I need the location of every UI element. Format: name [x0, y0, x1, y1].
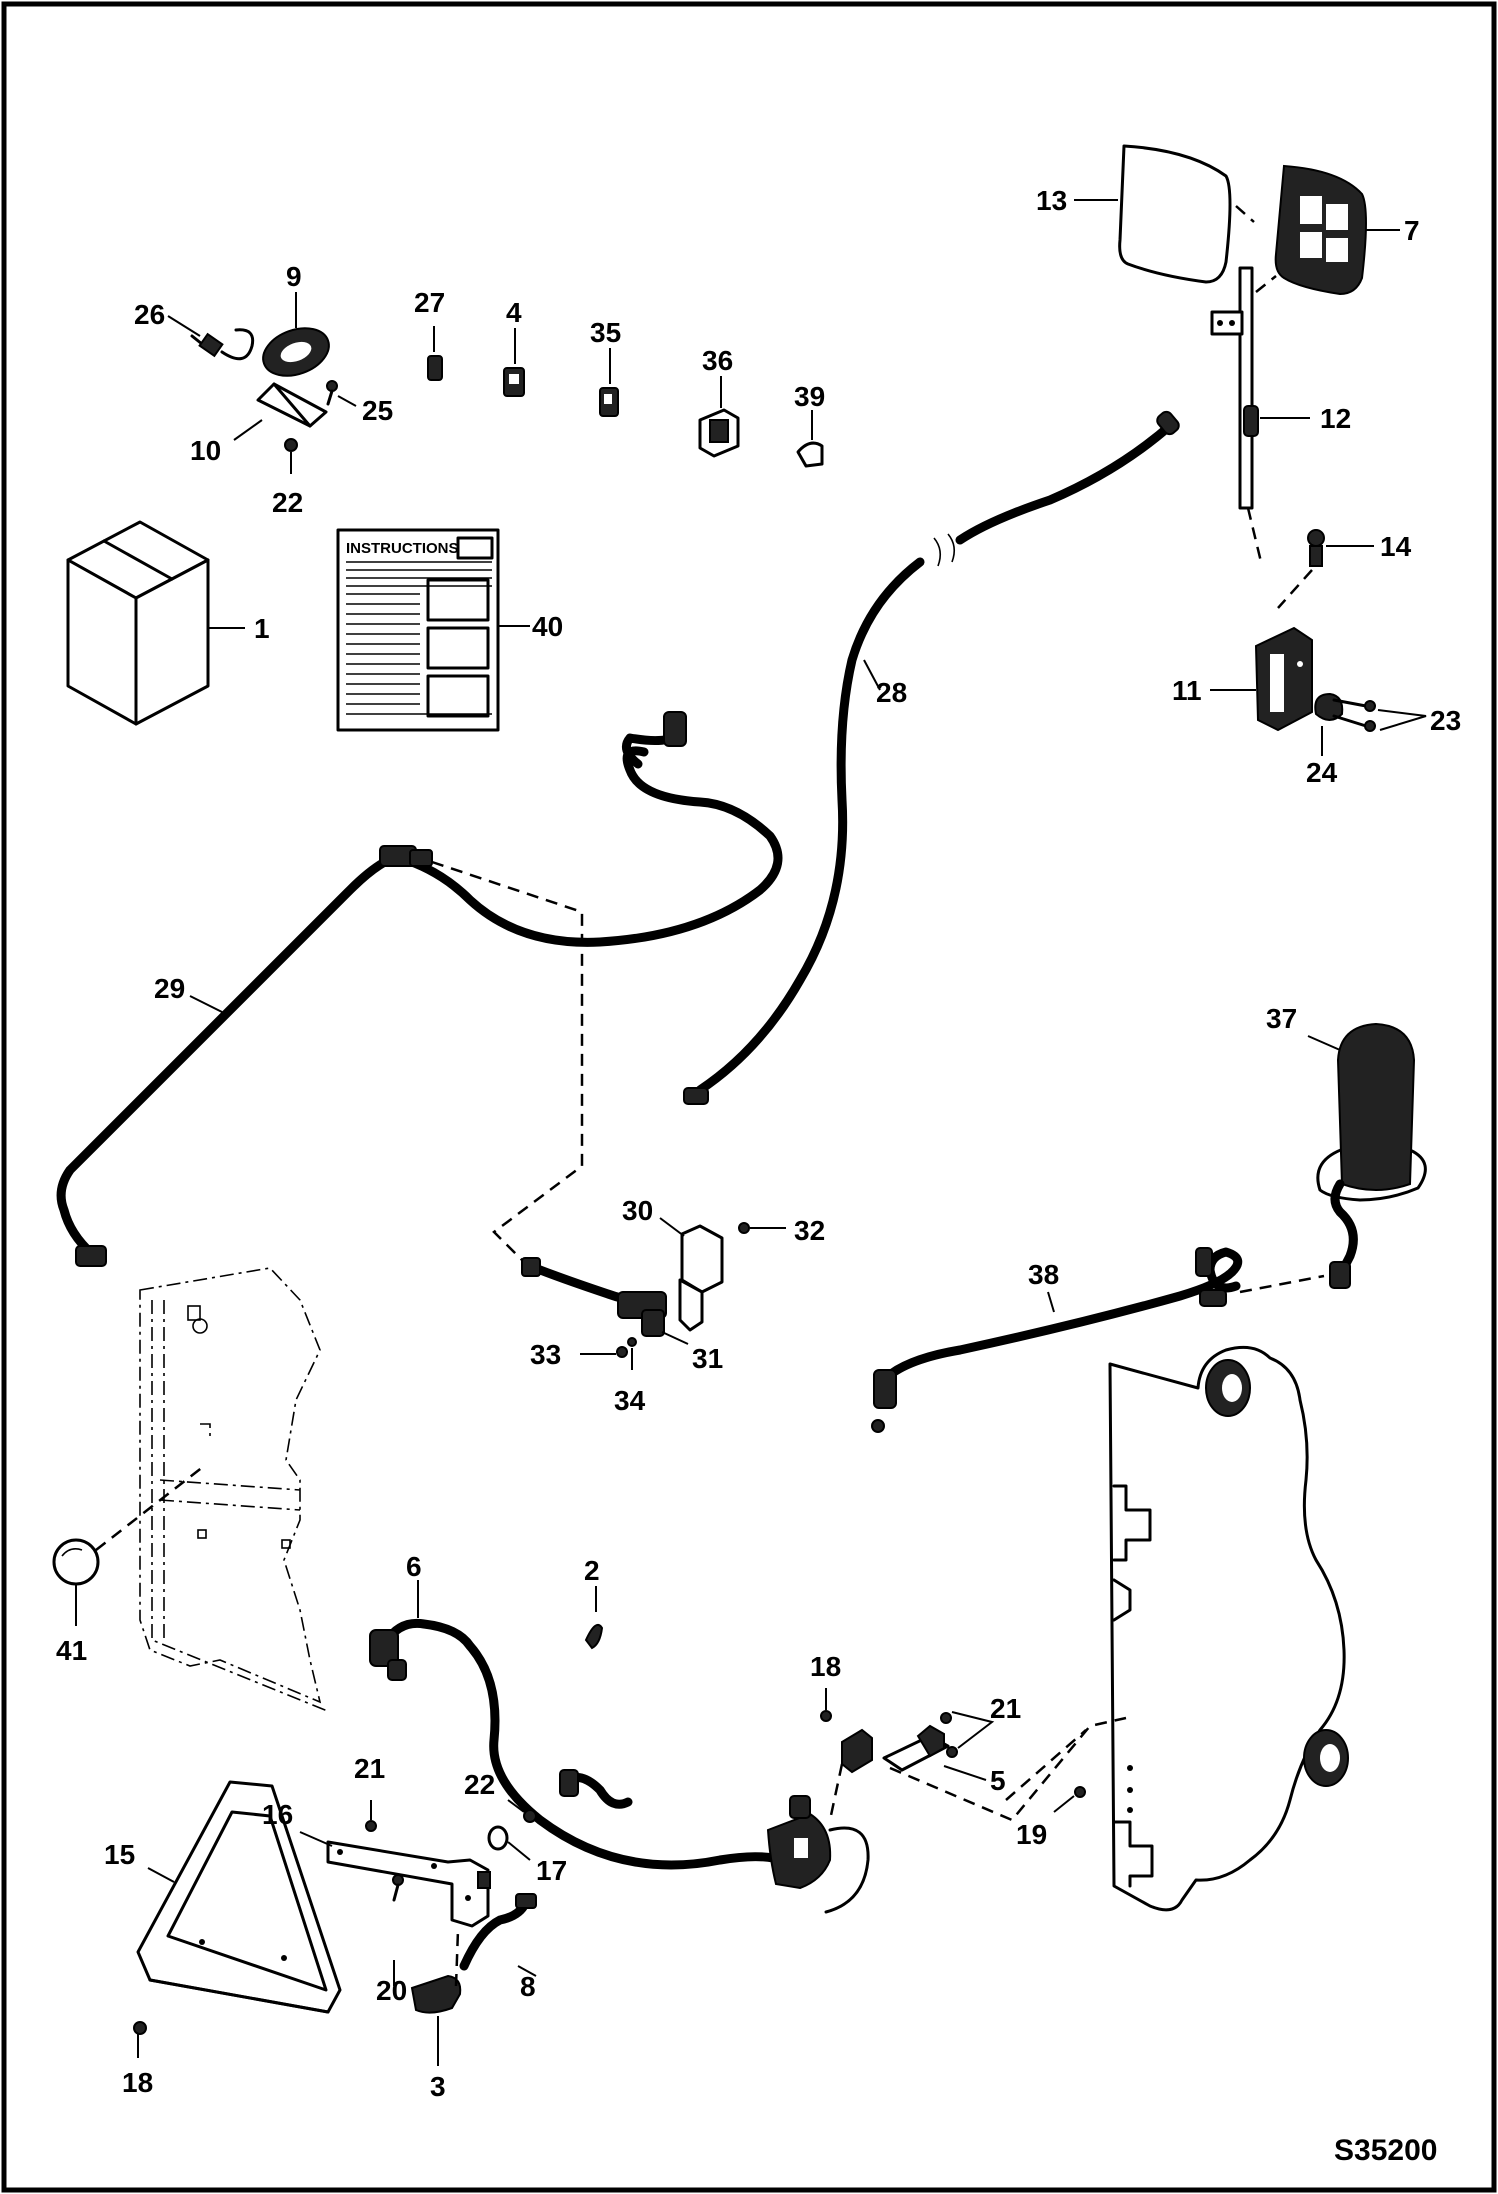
callout-32: 32	[794, 1215, 825, 1246]
callout-33: 33	[530, 1339, 561, 1370]
callout-35: 35	[590, 317, 621, 348]
callout-16: 16	[262, 1799, 293, 1830]
callout-22-lower: 22	[464, 1769, 495, 1800]
callout-40: 40	[532, 611, 563, 642]
callout-39: 39	[794, 381, 825, 412]
figure-code: S35200	[1334, 2134, 1437, 2167]
callout-6: 6	[406, 1551, 422, 1582]
callout-26: 26	[134, 299, 165, 330]
callout-7: 7	[1404, 215, 1420, 246]
callout-17: 17	[536, 1855, 567, 1886]
sensor-bracket-part	[521, 1217, 786, 1370]
callout-10: 10	[190, 435, 221, 466]
callout-9: 9	[286, 261, 302, 292]
callout-13: 13	[1036, 185, 1067, 216]
instructions-sheet-part: INSTRUCTIONS	[336, 528, 530, 732]
cab-outline	[52, 1267, 331, 1713]
smv-bracket-part	[299, 1799, 537, 2066]
callout-28: 28	[876, 677, 907, 708]
callout-31: 31	[692, 1343, 723, 1374]
callout-29: 29	[154, 973, 185, 1004]
callout-34: 34	[614, 1385, 646, 1416]
callout-27: 27	[414, 287, 445, 318]
callout-2: 2	[584, 1555, 600, 1586]
route-29-31	[431, 860, 584, 1269]
mount-bracket-part	[820, 1688, 1127, 1822]
callout-23: 23	[1430, 705, 1461, 736]
harness-29-part	[56, 711, 783, 1267]
callout-30: 30	[622, 1195, 653, 1226]
callout-21-lower: 21	[354, 1753, 385, 1784]
callout-15: 15	[104, 1839, 135, 1870]
callout-14: 14	[1380, 531, 1412, 562]
callout-20: 20	[376, 1975, 407, 2006]
beacon-part	[1307, 1022, 1427, 1289]
callout-4: 4	[506, 297, 522, 328]
callout-18-upper: 18	[810, 1651, 841, 1682]
harness-28-part	[683, 410, 1180, 1105]
machine-side-panel	[1108, 1345, 1349, 1912]
mirror-assembly-part	[1074, 144, 1427, 756]
callout-5: 5	[990, 1765, 1006, 1796]
instructions-title: INSTRUCTIONS	[346, 540, 459, 557]
callout-21-upper: 21	[990, 1693, 1021, 1724]
callout-19: 19	[1016, 1819, 1047, 1850]
harness-6-part	[369, 1580, 870, 1914]
clip-part-2	[584, 1586, 604, 1650]
callout-labels: 1 2 3 4 5 6 7 8 9 10 11 12 13 14 15 16 1…	[56, 185, 1461, 2102]
smv-sign-part	[133, 1780, 342, 2058]
callout-22-upper: 22	[272, 487, 303, 518]
callout-3: 3	[430, 2071, 446, 2102]
callout-12: 12	[1320, 403, 1351, 434]
switch-parts	[167, 292, 824, 474]
callout-38: 38	[1028, 1259, 1059, 1290]
callout-1: 1	[254, 613, 270, 644]
callout-37: 37	[1266, 1003, 1297, 1034]
callout-36: 36	[702, 345, 733, 376]
harness-38-part	[871, 1247, 1325, 1433]
callout-8: 8	[520, 1971, 536, 2002]
callout-11: 11	[1172, 675, 1202, 706]
callout-18-lower: 18	[122, 2067, 153, 2098]
callout-25: 24	[1306, 757, 1338, 788]
callout-24: 25	[362, 395, 393, 426]
callout-41: 41	[56, 1635, 87, 1666]
kit-box-part	[66, 520, 245, 726]
